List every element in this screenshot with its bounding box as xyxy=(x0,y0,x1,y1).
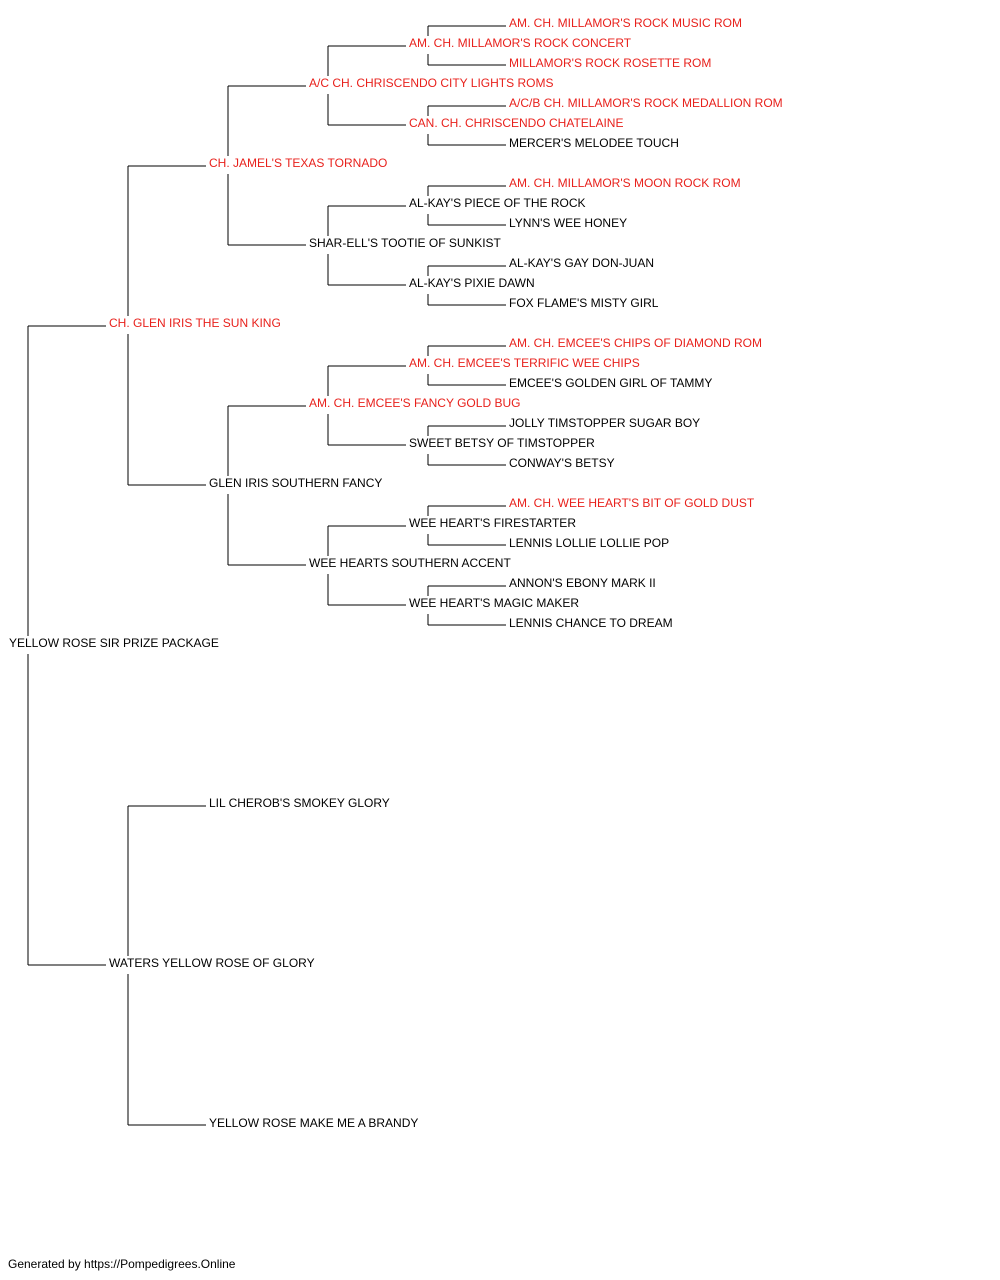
subject-dog-name: YELLOW ROSE SIR PRIZE PACKAGE xyxy=(8,636,220,650)
ancestor-name: CH. GLEN IRIS THE SUN KING xyxy=(108,316,282,330)
ancestor-name: A/C/B CH. MILLAMOR'S ROCK MEDALLION ROM xyxy=(508,96,784,110)
ancestor-name: GLEN IRIS SOUTHERN FANCY xyxy=(208,476,384,490)
ancestor-name: SWEET BETSY OF TIMSTOPPER xyxy=(408,436,596,450)
ancestor-name: WEE HEARTS SOUTHERN ACCENT xyxy=(308,556,512,570)
ancestor-name: LYNN'S WEE HONEY xyxy=(508,216,629,230)
ancestor-name: CONWAY'S BETSY xyxy=(508,456,616,470)
ancestor-name: A/C CH. CHRISCENDO CITY LIGHTS ROMS xyxy=(308,76,555,90)
generated-by-footer: Generated by https://Pompedigrees.Online xyxy=(8,1257,236,1271)
ancestor-name: WEE HEART'S FIRESTARTER xyxy=(408,516,577,530)
ancestor-name: AM. CH. EMCEE'S CHIPS OF DIAMOND ROM xyxy=(508,336,763,350)
ancestor-name: YELLOW ROSE MAKE ME A BRANDY xyxy=(208,1116,420,1130)
ancestor-name: FOX FLAME'S MISTY GIRL xyxy=(508,296,660,310)
ancestor-name: MERCER'S MELODEE TOUCH xyxy=(508,136,680,150)
ancestor-name: WATERS YELLOW ROSE OF GLORY xyxy=(108,956,316,970)
ancestor-name: LENNIS LOLLIE LOLLIE POP xyxy=(508,536,671,550)
ancestor-name: ANNON'S EBONY MARK II xyxy=(508,576,657,590)
ancestor-name: AM. CH. EMCEE'S TERRIFIC WEE CHIPS xyxy=(408,356,641,370)
ancestor-name: CAN. CH. CHRISCENDO CHATELAINE xyxy=(408,116,625,130)
ancestor-name: AM. CH. MILLAMOR'S MOON ROCK ROM xyxy=(508,176,742,190)
ancestor-name: EMCEE'S GOLDEN GIRL OF TAMMY xyxy=(508,376,714,390)
ancestor-name: AM. CH. WEE HEART'S BIT OF GOLD DUST xyxy=(508,496,756,510)
ancestor-name: AL-KAY'S PIECE OF THE ROCK xyxy=(408,196,587,210)
ancestor-name: WEE HEART'S MAGIC MAKER xyxy=(408,596,581,610)
ancestor-name: AM. CH. MILLAMOR'S ROCK CONCERT xyxy=(408,36,633,50)
ancestor-name: CH. JAMEL'S TEXAS TORNADO xyxy=(208,156,389,170)
ancestor-name: AL-KAY'S PIXIE DAWN xyxy=(408,276,536,290)
ancestor-name: SHAR-ELL'S TOOTIE OF SUNKIST xyxy=(308,236,502,250)
ancestor-name: AM. CH. MILLAMOR'S ROCK MUSIC ROM xyxy=(508,16,743,30)
ancestor-name: AL-KAY'S GAY DON-JUAN xyxy=(508,256,655,270)
ancestor-name: LIL CHEROB'S SMOKEY GLORY xyxy=(208,796,391,810)
ancestor-name: LENNIS CHANCE TO DREAM xyxy=(508,616,674,630)
ancestor-name: MILLAMOR'S ROCK ROSETTE ROM xyxy=(508,56,713,70)
ancestor-name: AM. CH. EMCEE'S FANCY GOLD BUG xyxy=(308,396,522,410)
ancestor-name: JOLLY TIMSTOPPER SUGAR BOY xyxy=(508,416,702,430)
